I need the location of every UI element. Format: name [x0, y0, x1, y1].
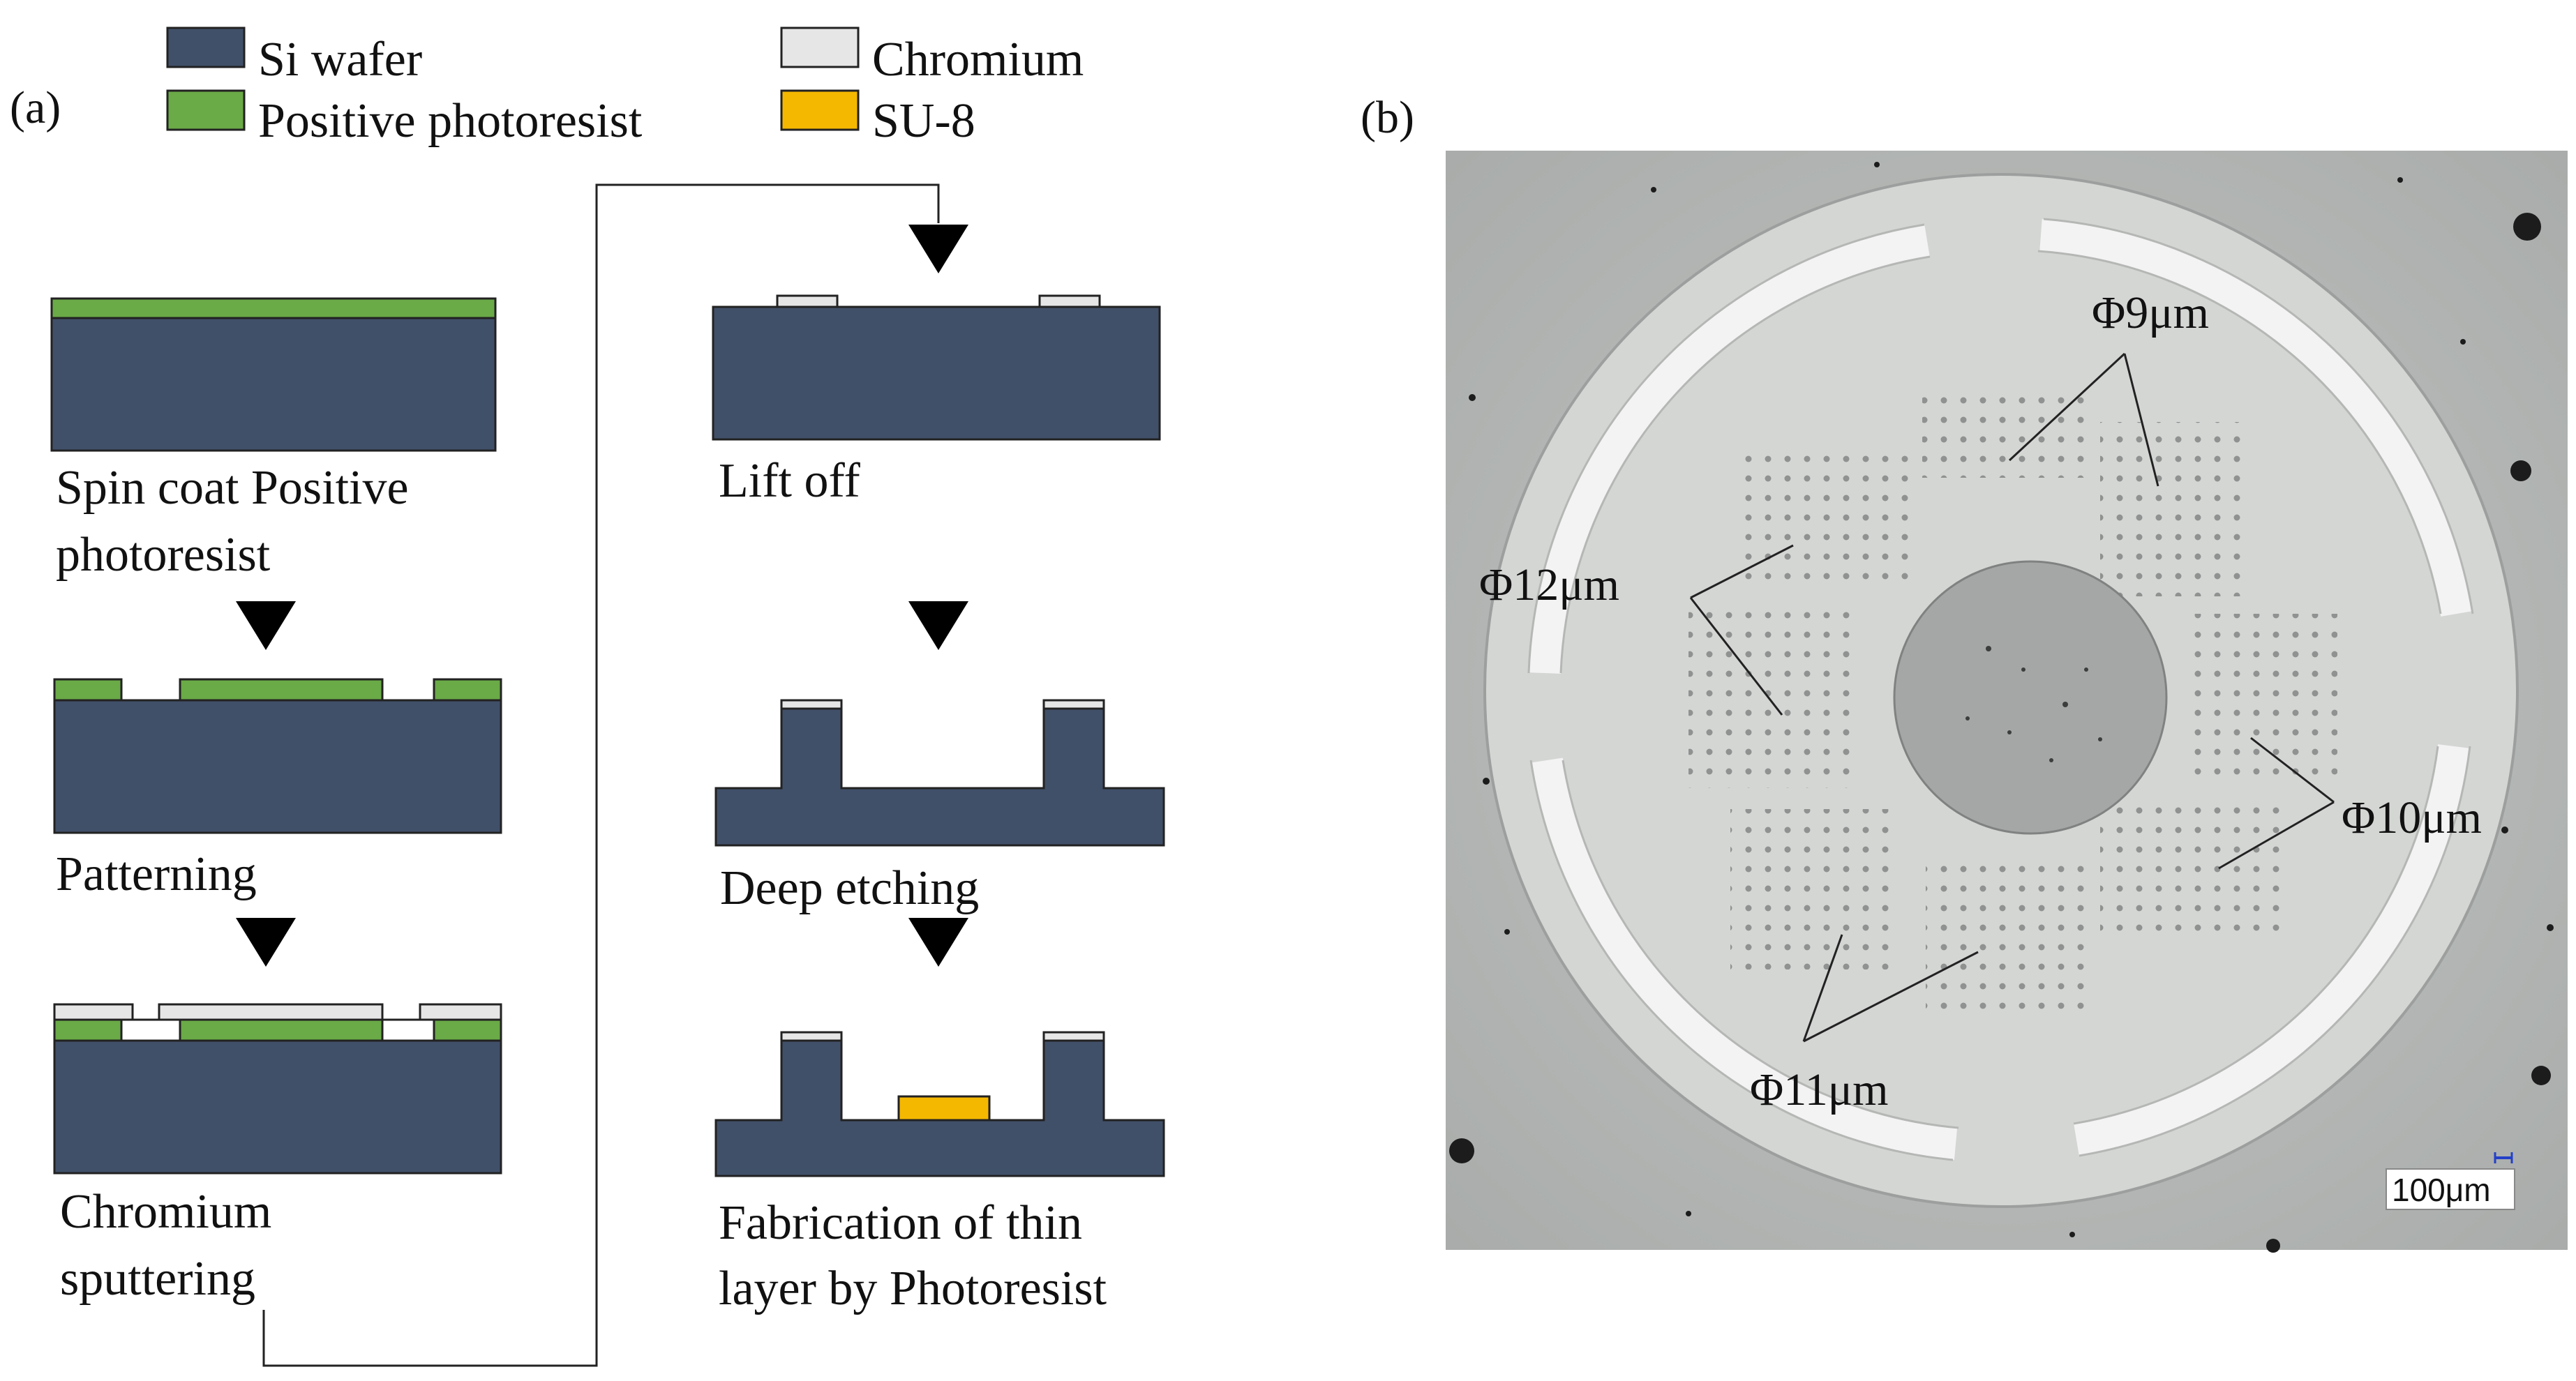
step-deep-etching	[714, 699, 1165, 847]
photoresist-pattern	[53, 1018, 123, 1042]
step-spin-coat	[50, 297, 497, 452]
etched-si-wafer	[714, 1039, 1165, 1177]
si-wafer	[712, 305, 1161, 441]
legend-swatch-photoresist	[166, 89, 246, 131]
annotation-phi12: Φ12μm	[1479, 559, 1619, 610]
step-fabrication	[714, 1031, 1165, 1177]
step-chromium-sputtering	[53, 1003, 502, 1175]
legend-si-label: Si wafer	[258, 33, 422, 86]
panel-a-label: (a)	[10, 82, 61, 133]
fabrication-label-line1: Fabrication of thin	[719, 1196, 1082, 1250]
chromium-mask	[1042, 699, 1105, 710]
fabrication-label-line2: layer by Photoresist	[719, 1262, 1107, 1315]
micrograph	[1446, 151, 2568, 1253]
annotation-leaders	[1689, 352, 2335, 1043]
chromium-mask	[776, 294, 839, 308]
arrow-down-icon	[236, 918, 296, 967]
scale-bar: 100μm	[2386, 1152, 2515, 1210]
arc-slot-outlines	[1527, 218, 2474, 1161]
flow-connector	[262, 183, 940, 1367]
chromium-mask	[780, 699, 843, 710]
photoresist-pattern	[433, 1018, 502, 1042]
chromium-mask	[1038, 294, 1101, 308]
su8-layer	[897, 1095, 991, 1122]
legend-photoresist-label: Positive photoresist	[258, 94, 643, 148]
scale-bar-label: 100μm	[2392, 1172, 2491, 1208]
center-hole	[1893, 560, 2168, 835]
step-patterning	[53, 678, 502, 834]
photoresist-pattern	[179, 1018, 384, 1042]
legend-swatch-su8	[780, 89, 860, 131]
legend-swatch-si	[166, 27, 246, 68]
annotation-phi10: Φ10μm	[2342, 792, 2482, 843]
deep-etching-label: Deep etching	[720, 861, 979, 915]
chromium-mask	[1042, 1031, 1105, 1042]
arrow-down-icon	[908, 225, 968, 273]
chromium-label-line1: Chromium	[60, 1185, 271, 1239]
photoresist-pattern	[179, 678, 384, 702]
photoresist-layer	[50, 297, 497, 319]
legend-chromium-label: Chromium	[872, 33, 1084, 86]
panel-b-label: (b)	[1361, 92, 1414, 143]
arrow-down-icon	[236, 601, 296, 650]
arc-slots	[1529, 219, 2473, 1160]
chromium-label-line2: sputtering	[60, 1252, 255, 1306]
legend-su8-label: SU-8	[872, 94, 975, 148]
annotation-phi11: Φ11μm	[1750, 1064, 1889, 1115]
chromium-mask	[780, 1031, 843, 1042]
step-lift-off	[712, 294, 1161, 441]
legend-swatch-chromium	[780, 27, 860, 68]
si-wafer	[53, 1039, 502, 1175]
lift-off-label: Lift off	[719, 454, 861, 508]
scale-bar-box	[2386, 1168, 2515, 1210]
center-specks	[1965, 646, 2102, 762]
si-wafer	[50, 317, 497, 452]
chromium-layer	[53, 1003, 502, 1021]
arrow-down-icon	[908, 601, 968, 650]
photoresist-pattern	[53, 678, 123, 702]
spin-coat-label-line2: photoresist	[56, 528, 271, 582]
etched-si-wafer	[714, 707, 1165, 847]
arrow-down-icon	[908, 918, 968, 967]
photoresist-pattern	[433, 678, 502, 702]
legend: Si wafer Positive photoresist Chromium S…	[166, 27, 1084, 148]
annotation-phi9: Φ9μm	[2092, 287, 2209, 338]
spin-coat-label-line1: Spin coat Positive	[56, 461, 409, 515]
patterning-label: Patterning	[56, 847, 257, 901]
si-wafer	[53, 699, 502, 834]
